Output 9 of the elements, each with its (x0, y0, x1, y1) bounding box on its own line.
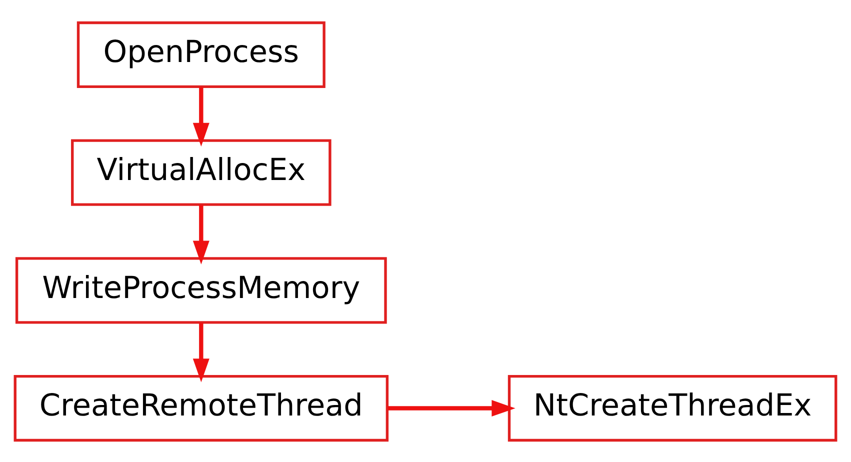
node-box: NtCreateThreadEx (508, 374, 838, 442)
node-box: VirtualAllocEx (71, 138, 332, 206)
arrow (192, 204, 210, 264)
arrow (192, 86, 210, 146)
node-box: CreateRemoteThread (14, 374, 389, 442)
arrow (388, 400, 516, 416)
node-box: OpenProcess (76, 20, 326, 88)
arrow (192, 322, 210, 382)
node-box: WriteProcessMemory (15, 256, 387, 324)
